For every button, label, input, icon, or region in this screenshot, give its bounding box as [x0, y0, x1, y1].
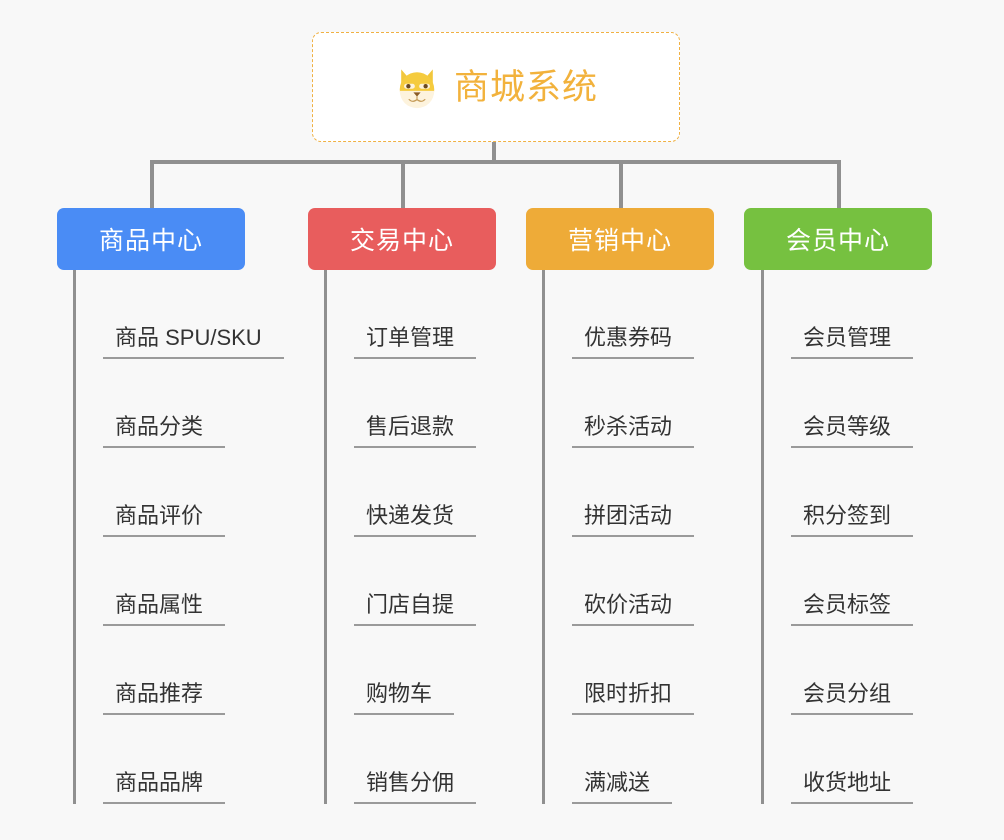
leaf-item-label: 收货地址 [791, 770, 914, 804]
column-trunk [73, 270, 76, 804]
leaf-item-label: 会员分组 [791, 681, 914, 715]
column-member-center: 会员管理会员等级积分签到会员标签会员分组收货地址 [761, 270, 914, 804]
leaf-item[interactable]: 售后退款 [324, 359, 477, 448]
category-label: 商品中心 [98, 227, 203, 255]
leaf-item-label: 拼团活动 [572, 503, 695, 537]
leaf-item-label: 商品分类 [103, 414, 226, 448]
shiba-dog-icon [394, 65, 440, 111]
leaf-item-label: 积分签到 [791, 503, 914, 537]
leaf-item-label: 商品 SPU/SKU [103, 325, 284, 359]
column-trunk [542, 270, 545, 804]
category-label: 营销中心 [567, 227, 672, 255]
column-product-center: 商品 SPU/SKU 商品分类商品评价商品属性商品推荐商品品牌 [73, 270, 284, 804]
leaf-item-label: 砍价活动 [572, 592, 695, 626]
category-trade-center[interactable]: 交易中心 [308, 208, 496, 270]
leaf-item-label: 会员管理 [791, 325, 914, 359]
column-trade-center: 订单管理售后退款快递发货门店自提购物车销售分佣 [324, 270, 477, 804]
leaf-item-label: 购物车 [354, 681, 455, 715]
leaf-item[interactable]: 商品分类 [73, 359, 284, 448]
leaf-item[interactable]: 拼团活动 [542, 448, 695, 537]
leaf-item[interactable]: 会员分组 [761, 626, 914, 715]
leaf-item-label: 商品属性 [103, 592, 226, 626]
leaf-item[interactable]: 商品评价 [73, 448, 284, 537]
leaf-item-label: 商品品牌 [103, 770, 226, 804]
leaf-item[interactable]: 秒杀活动 [542, 359, 695, 448]
leaf-item-label: 商品评价 [103, 503, 226, 537]
leaf-item[interactable]: 满减送 [542, 715, 694, 804]
category-marketing-center[interactable]: 营销中心 [526, 208, 714, 270]
leaf-item[interactable]: 优惠券码 [542, 270, 695, 359]
leaf-item[interactable]: 商品品牌 [73, 715, 284, 804]
leaf-item-label: 售后退款 [354, 414, 477, 448]
leaf-item-label: 满减送 [572, 770, 673, 804]
category-label: 会员中心 [785, 227, 890, 255]
leaf-item-label: 秒杀活动 [572, 414, 695, 448]
leaf-item-label: 销售分佣 [354, 770, 477, 804]
category-label: 交易中心 [349, 227, 454, 255]
leaf-item[interactable]: 订单管理 [324, 270, 477, 359]
leaf-item-label: 优惠券码 [572, 325, 695, 359]
leaf-item-label: 限时折扣 [572, 681, 695, 715]
connector-drop-marketing-center [619, 160, 623, 210]
leaf-item[interactable]: 限时折扣 [542, 626, 695, 715]
connector-stem [492, 142, 496, 164]
leaf-item-label: 会员标签 [791, 592, 914, 626]
leaf-item[interactable]: 销售分佣 [324, 715, 477, 804]
leaf-item[interactable]: 商品 SPU/SKU [73, 270, 284, 359]
root-title: 商城系统 [453, 67, 598, 107]
leaf-item[interactable]: 会员标签 [761, 537, 914, 626]
leaf-item[interactable]: 门店自提 [324, 537, 477, 626]
column-trunk [324, 270, 327, 804]
leaf-item[interactable]: 收货地址 [761, 715, 914, 804]
leaf-item[interactable]: 购物车 [324, 626, 476, 715]
leaf-item[interactable]: 砍价活动 [542, 537, 695, 626]
leaf-item[interactable]: 商品推荐 [73, 626, 284, 715]
leaf-item-label: 会员等级 [791, 414, 914, 448]
connector-drop-member-center [837, 160, 841, 210]
leaf-item-label: 订单管理 [354, 325, 477, 359]
category-member-center[interactable]: 会员中心 [744, 208, 932, 270]
category-product-center[interactable]: 商品中心 [57, 208, 245, 270]
leaf-item[interactable]: 会员管理 [761, 270, 914, 359]
leaf-item-label: 快递发货 [354, 503, 477, 537]
root-node[interactable]: 商城系统 [312, 32, 680, 142]
column-marketing-center: 优惠券码秒杀活动拼团活动砍价活动限时折扣满减送 [542, 270, 695, 804]
connector-drop-product-center [150, 160, 154, 210]
connector-bus [150, 160, 840, 164]
leaf-item[interactable]: 快递发货 [324, 448, 477, 537]
column-trunk [761, 270, 764, 804]
leaf-item[interactable]: 商品属性 [73, 537, 284, 626]
leaf-item[interactable]: 积分签到 [761, 448, 914, 537]
connector-drop-trade-center [401, 160, 405, 210]
leaf-item-label: 商品推荐 [103, 681, 226, 715]
leaf-item-label: 门店自提 [354, 592, 477, 626]
leaf-item[interactable]: 会员等级 [761, 359, 914, 448]
